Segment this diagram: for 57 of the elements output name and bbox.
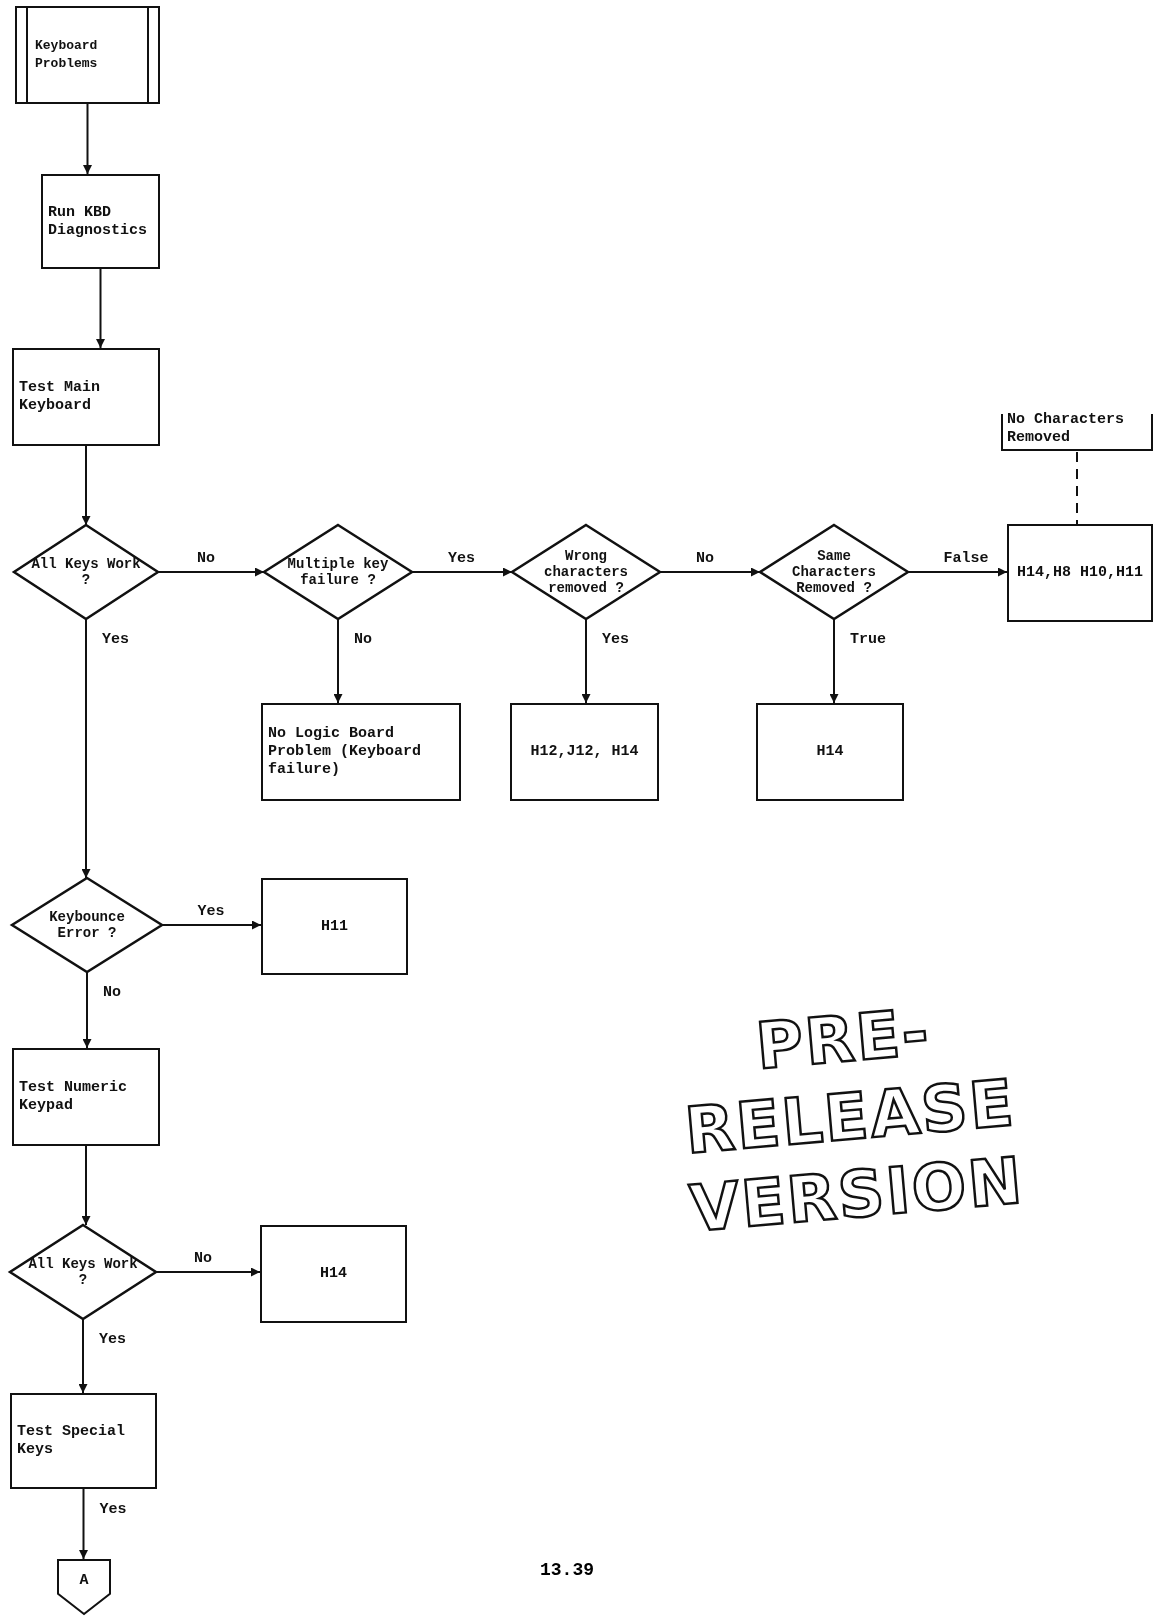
predefined-process-box bbox=[15, 6, 160, 104]
off-page-connector bbox=[57, 1559, 111, 1615]
node-label: Test Special Keys bbox=[17, 1423, 127, 1459]
decision-diamond bbox=[10, 1225, 156, 1319]
process-box bbox=[261, 703, 461, 801]
node-label: Wrong characters removed ? bbox=[543, 548, 629, 596]
node-label: Keybounce Error ? bbox=[48, 909, 126, 941]
node-label: A bbox=[79, 1572, 89, 1590]
arrow bbox=[411, 567, 513, 577]
arrow bbox=[829, 618, 839, 704]
node-label: Same Characters Removed ? bbox=[791, 548, 877, 596]
node-label: Keyboard Problems bbox=[35, 37, 99, 73]
arrow bbox=[581, 618, 591, 704]
node-label: Multiple key failure ? bbox=[286, 556, 390, 588]
node-label: Run KBD Diagnostics bbox=[48, 203, 149, 240]
node-label: All Keys Work ? bbox=[30, 556, 142, 588]
decision-diamond bbox=[264, 525, 412, 619]
arrow bbox=[333, 618, 343, 704]
process-box bbox=[510, 703, 659, 801]
node-label: No Characters Removed bbox=[1007, 411, 1126, 447]
arrow bbox=[81, 1145, 91, 1226]
node-label: H14 bbox=[320, 1265, 347, 1283]
arrow bbox=[907, 567, 1008, 577]
page-number: 13.39 bbox=[540, 1560, 594, 1580]
arrow bbox=[161, 920, 262, 930]
process-box bbox=[1007, 524, 1153, 622]
process-box bbox=[41, 174, 160, 269]
process-box bbox=[12, 348, 160, 446]
stamp-text: PRE-RELEASE VERSION bbox=[681, 993, 1028, 1249]
decision-diamond bbox=[512, 525, 660, 619]
arrow bbox=[155, 1267, 261, 1277]
arrow bbox=[659, 567, 761, 577]
process-box bbox=[260, 1225, 407, 1323]
arrow bbox=[96, 268, 105, 349]
decision-diamond bbox=[12, 878, 162, 972]
arrow bbox=[157, 567, 265, 577]
node-label: H12,J12, H14 bbox=[530, 743, 639, 761]
arrow bbox=[81, 445, 91, 526]
decision-diamond bbox=[760, 525, 908, 619]
node-label: All Keys Work ? bbox=[27, 1256, 139, 1288]
node-label: H14 bbox=[816, 743, 844, 761]
process-box bbox=[261, 878, 408, 975]
arrow bbox=[79, 1488, 88, 1560]
node-label: H11 bbox=[321, 917, 348, 936]
arrow bbox=[81, 618, 91, 879]
arrow bbox=[78, 1318, 88, 1394]
arrow bbox=[82, 971, 92, 1049]
decision-diamond bbox=[14, 525, 158, 619]
node-label: Test Main Keyboard bbox=[19, 379, 101, 415]
node-label: No Logic Board Problem (Keyboard failure) bbox=[268, 725, 423, 779]
node-label: Test Numeric Keypad bbox=[19, 1079, 129, 1115]
arrow bbox=[83, 103, 92, 175]
process-box bbox=[12, 1048, 160, 1146]
node-label: H14,H8 H10,H11 bbox=[1017, 564, 1143, 582]
dashed-connector bbox=[1076, 451, 1078, 525]
process-box bbox=[10, 1393, 157, 1489]
process-box bbox=[756, 703, 904, 801]
